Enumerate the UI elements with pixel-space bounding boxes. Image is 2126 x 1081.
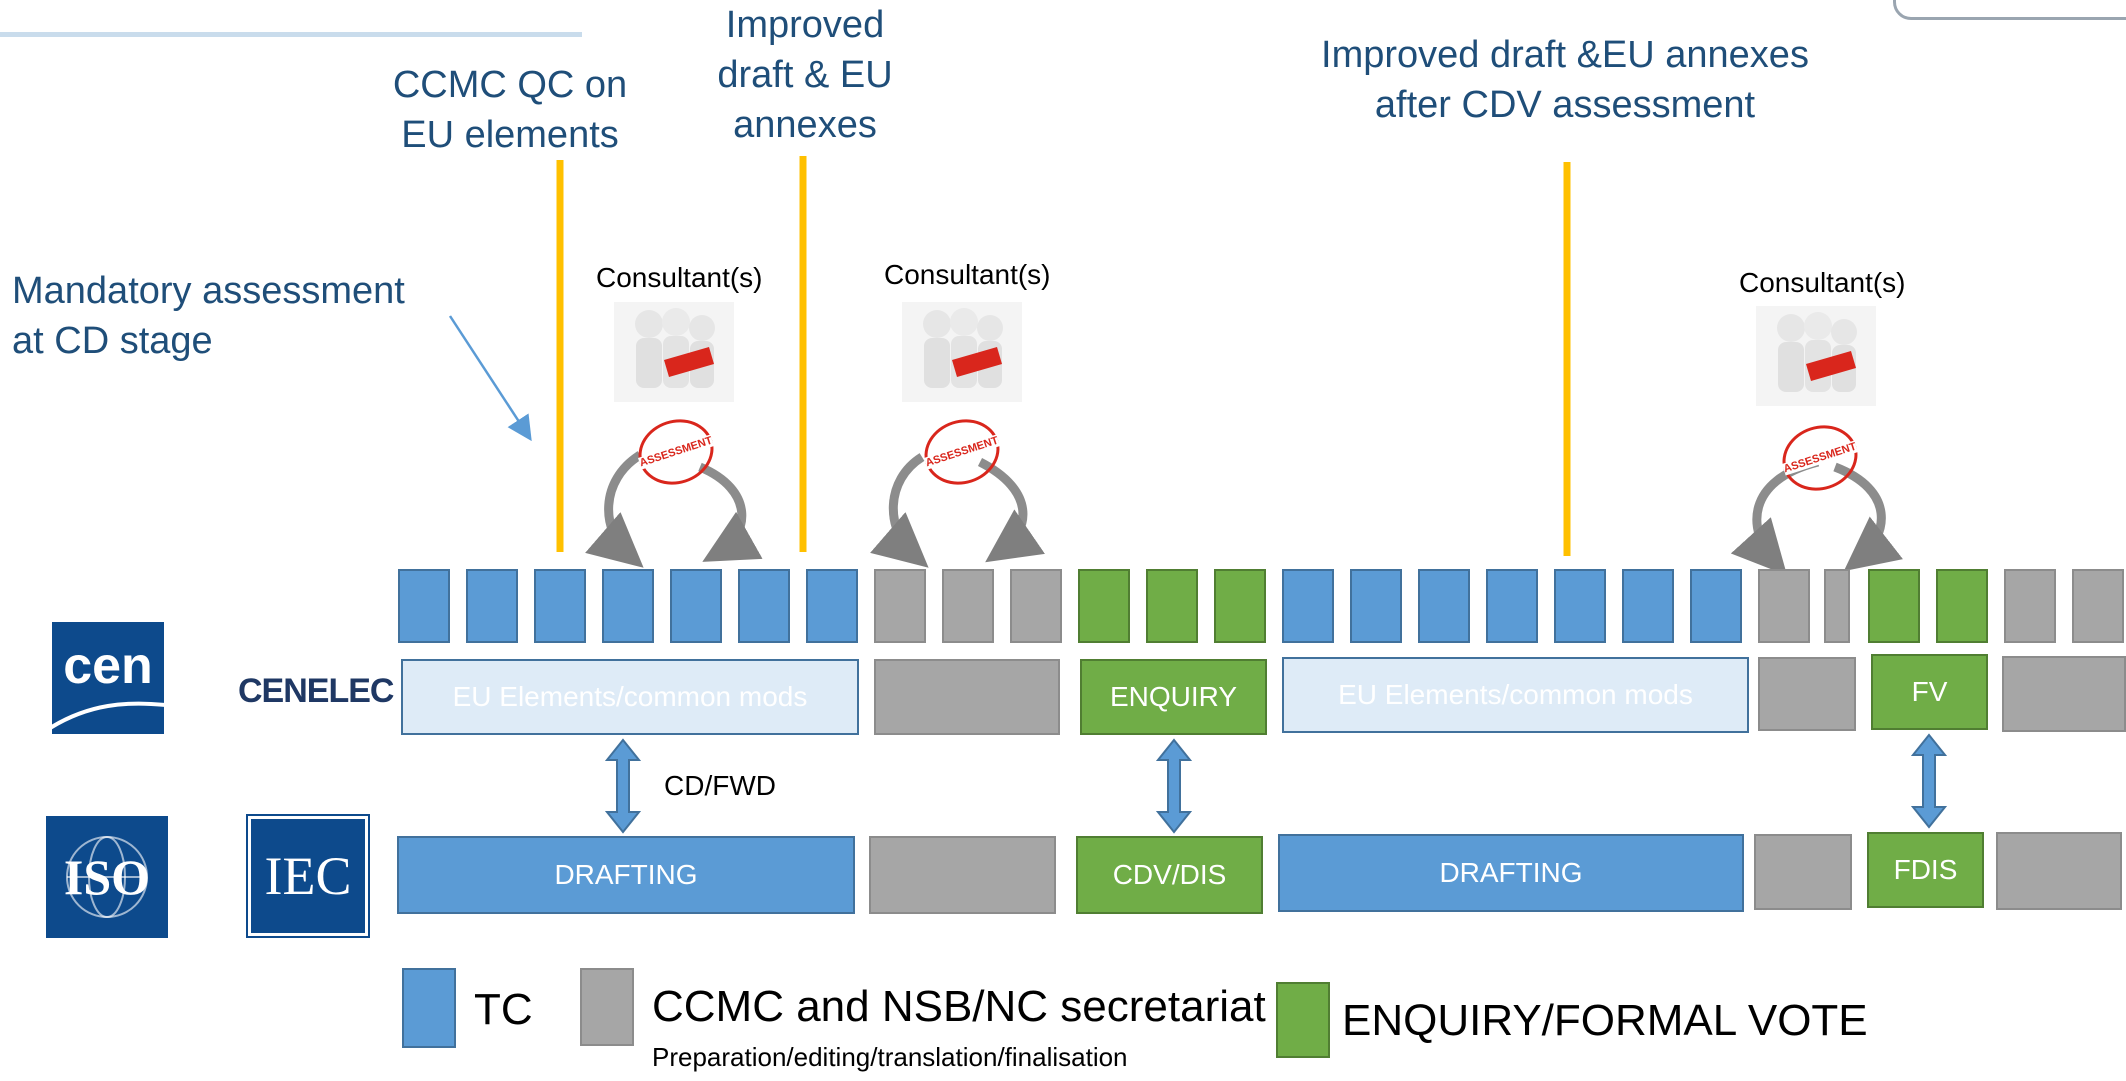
bar-enquiry-label: ENQUIRY <box>1109 681 1238 712</box>
pointer-arrow <box>448 315 532 442</box>
cycle-arrow-right-2 <box>977 457 1045 563</box>
stage-square <box>1214 569 1266 643</box>
stage-square <box>1554 569 1606 643</box>
legend-swatch-vote <box>1276 982 1330 1058</box>
bar-drafting-1-label: DRAFTING <box>554 859 698 890</box>
cycle-arrow-left-1 <box>585 451 644 568</box>
stage-square <box>1146 569 1198 643</box>
stage-square <box>398 569 450 643</box>
cenelec-logo: CENELEC <box>238 672 394 710</box>
stage-square <box>1486 569 1538 643</box>
consultant-figures-3 <box>1756 306 1876 406</box>
annotation-mandatory: Mandatory assessment at CD stage <box>12 270 405 362</box>
bar-secretariat-upper-3 <box>2002 656 2126 732</box>
assessment-stamp-text: ASSESSMENT <box>924 434 1000 470</box>
cd-fwd-label: CD/FWD <box>664 770 776 801</box>
stage-square <box>534 569 586 643</box>
annotation-ccmc-qc: CCMC QC on EU elements <box>392 64 628 156</box>
legend-label-tc: TC <box>474 985 533 1034</box>
stage-square <box>1868 569 1920 643</box>
bar-drafting-2-label: DRAFTING <box>1439 857 1583 888</box>
iec-logo: IEC <box>246 814 370 938</box>
header-rule <box>0 32 582 37</box>
bar-eu-elements-2-label: EU Elements/common mods <box>1338 679 1693 710</box>
legend-swatch-secretariat <box>580 968 634 1046</box>
bar-drafting-1: DRAFTING <box>397 836 855 914</box>
cycle-arrow-right-1 <box>698 462 763 562</box>
consultant-label-3: Consultant(s) <box>1739 267 1906 298</box>
bar-secretariat-lower-3 <box>1996 832 2122 910</box>
consultant-label-1: Consultant(s) <box>596 262 763 293</box>
bar-eu-elements-1: EU Elements/common mods <box>401 659 859 735</box>
bar-secretariat-lower-1 <box>869 836 1056 914</box>
stage-square <box>874 569 926 643</box>
legend-label-vote: ENQUIRY/FORMAL VOTE <box>1342 996 1868 1045</box>
cen-logo-text: cen <box>63 637 153 695</box>
stage-square <box>1690 569 1742 643</box>
consultant-label-2: Consultant(s) <box>884 259 1051 290</box>
stage-square <box>2072 569 2124 643</box>
stage-square <box>2004 569 2056 643</box>
cen-logo-swoosh <box>52 701 164 730</box>
stage-square <box>1622 569 1674 643</box>
cen-logo: cen <box>52 622 164 734</box>
corner-frame <box>1893 0 2126 20</box>
stage-square <box>1010 569 1062 643</box>
double-arrow-2 <box>1156 738 1192 834</box>
assessment-stamp-text: ASSESSMENT <box>638 434 714 470</box>
stage-square <box>1078 569 1130 643</box>
consultant-figures-2 <box>902 302 1022 402</box>
stage-square <box>466 569 518 643</box>
cycle-arrow-left-2 <box>870 453 929 568</box>
bar-eu-elements-2: EU Elements/common mods <box>1282 657 1749 733</box>
legend-label-secretariat: CCMC and NSB/NC secretariat <box>652 982 1266 1031</box>
stage-square <box>806 569 858 643</box>
bar-fdis: FDIS <box>1867 832 1984 908</box>
iso-globe-icon <box>66 836 148 918</box>
stage-square <box>1758 569 1810 643</box>
annotation-improved-after-cdv: Improved draft &EU annexes after CDV ass… <box>1321 34 1809 126</box>
assessment-stamp-text: ASSESSMENT <box>1782 440 1858 476</box>
bar-drafting-2: DRAFTING <box>1278 834 1744 912</box>
bar-fv: FV <box>1871 654 1988 730</box>
stage-square <box>1350 569 1402 643</box>
bar-secretariat-upper-1 <box>874 659 1060 735</box>
iso-logo: ISO <box>46 816 168 938</box>
stage-square <box>602 569 654 643</box>
stage-square <box>670 569 722 643</box>
stage-square <box>942 569 994 643</box>
bar-fv-label: FV <box>1911 676 1948 707</box>
annotation-improved-draft: Improved draft & EU annexes <box>717 4 893 146</box>
bar-eu-elements-1-label: EU Elements/common mods <box>452 681 808 712</box>
stage-square <box>738 569 790 643</box>
iso-logo-text: ISO <box>63 849 151 905</box>
stage-square <box>1824 569 1850 643</box>
bar-secretariat-upper-2 <box>1758 657 1856 731</box>
cycle-arrow-right-3 <box>1833 462 1903 572</box>
stage-square <box>1282 569 1334 643</box>
consultant-figures-1 <box>614 302 734 402</box>
iec-logo-text: IEC <box>264 846 352 906</box>
bar-fdis-label: FDIS <box>1893 854 1958 885</box>
double-arrow-3 <box>1911 733 1947 829</box>
stage-square <box>1418 569 1470 643</box>
double-arrow-1 <box>605 738 641 834</box>
bar-enquiry: ENQUIRY <box>1080 659 1267 735</box>
bar-cdv-dis-label: CDV/DIS <box>1112 859 1227 890</box>
bar-secretariat-lower-2 <box>1754 834 1852 910</box>
stage-square <box>1936 569 1988 643</box>
legend-swatch-tc <box>402 968 456 1048</box>
legend-label-secretariat-sub: Preparation/editing/translation/finalisa… <box>652 1042 1128 1072</box>
bar-cdv-dis: CDV/DIS <box>1076 836 1263 914</box>
